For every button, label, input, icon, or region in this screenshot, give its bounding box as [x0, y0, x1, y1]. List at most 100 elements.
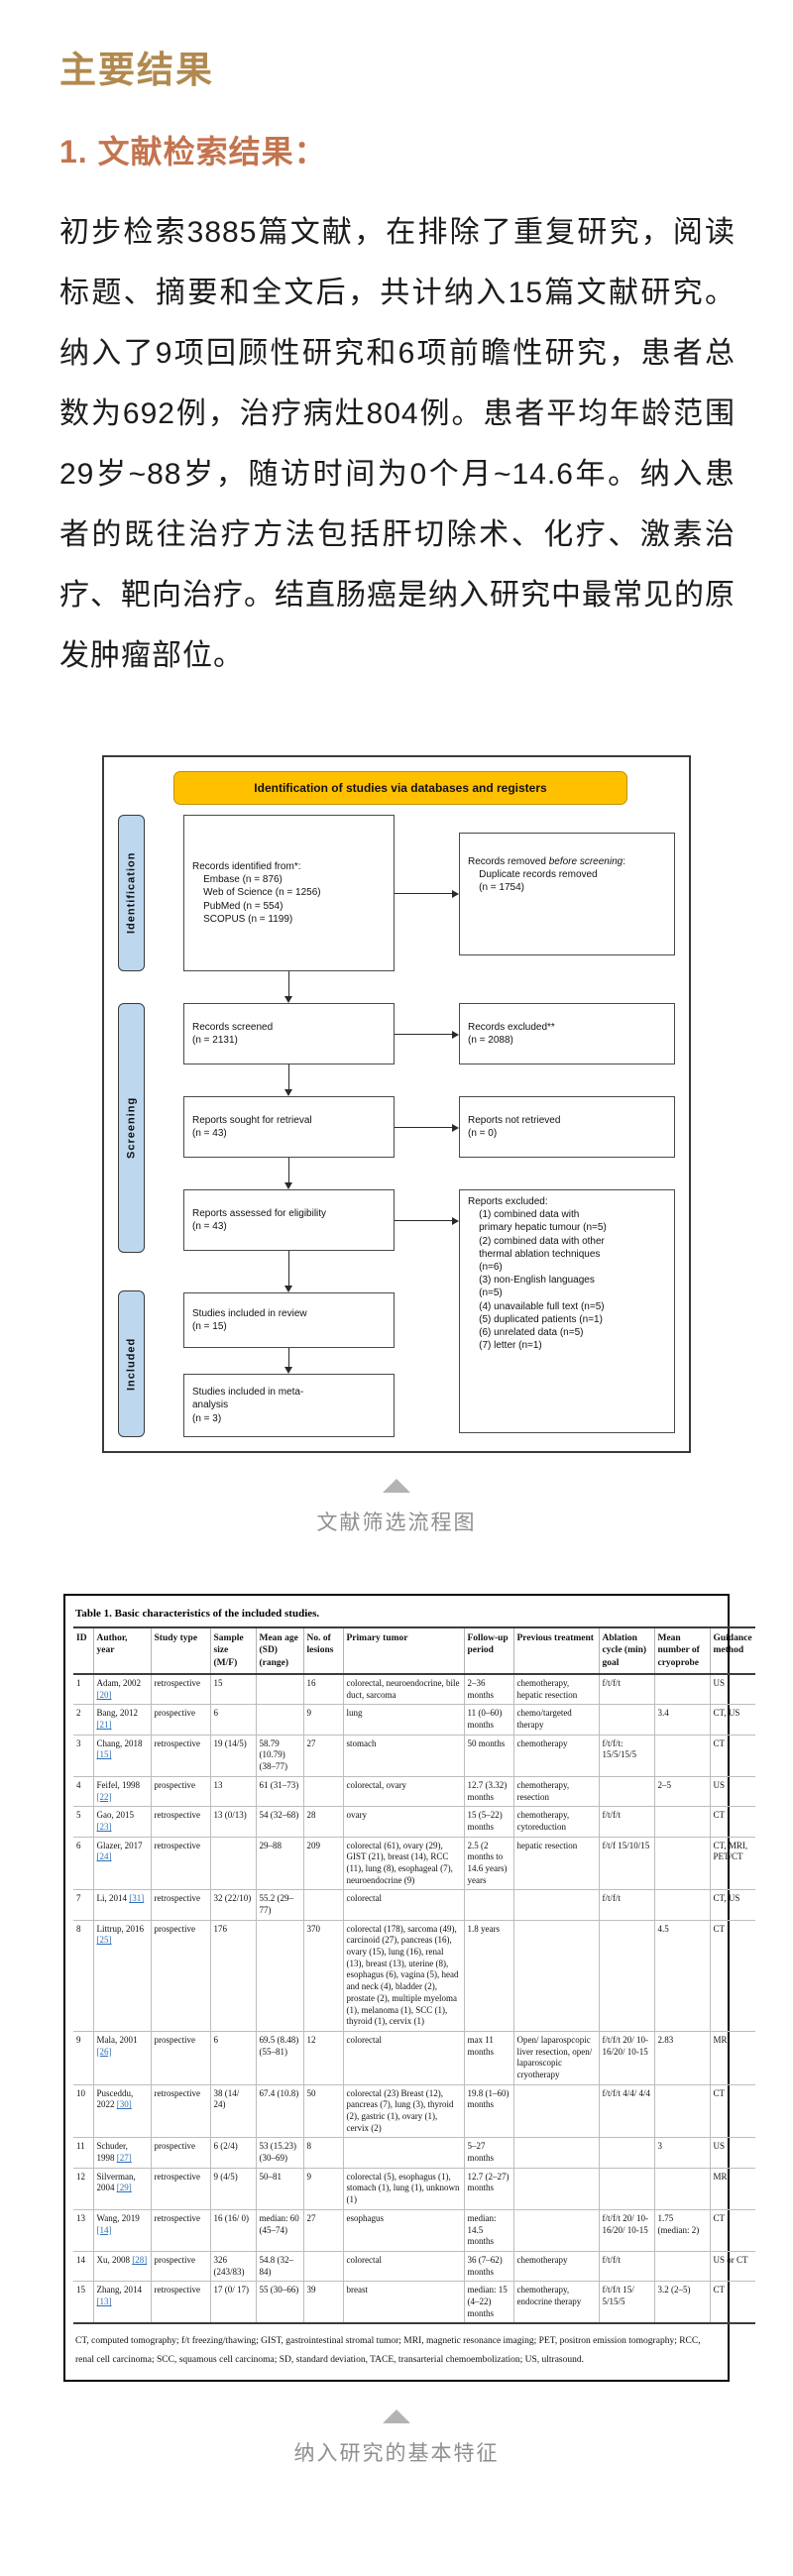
citation-ref[interactable]: [13]	[96, 2296, 112, 2306]
table-cell-guidance: CT	[709, 1919, 755, 2032]
table-cell-primary_tumor: colorectal (23) Breast (12), pancreas (7…	[342, 2083, 464, 2138]
table-cell-lesions: 39	[302, 2281, 343, 2325]
table-cell-cryoprobe: 3	[653, 2137, 710, 2169]
records-removed-rest: : Duplicate records removed (n = 1754)	[479, 856, 625, 894]
table-cell-ablation_cycle: f/t/f/t: 15/5/15/5	[598, 1734, 654, 1777]
figure-caption: 文献筛选流程图	[316, 1512, 477, 1534]
table-cell-previous_treatment: Open/ laparospcopic liver resection, ope…	[512, 2030, 599, 2085]
table-cell-mean_age: 69.5 (8.48) (55–81)	[255, 2030, 303, 2085]
table-cell-previous_treatment: chemotherapy, endocrine therapy	[512, 2281, 599, 2325]
citation-ref[interactable]: [23]	[96, 1821, 112, 1832]
prisma-flow-diagram: Identification of studies via databases …	[102, 755, 691, 1453]
table-cell-ablation_cycle: f/t/f/t	[598, 1806, 654, 1838]
table-cell-author: Schuder, 1998 [27]	[92, 2137, 151, 2169]
table-cell-id: 1	[76, 1678, 81, 1689]
table-cell-ablation_cycle: f/t/f/t 20/ 10-16/20/ 10-15	[598, 2030, 654, 2085]
table-cell-author: Xu, 2008 [28]	[92, 2250, 151, 2282]
table-cell-follow_up: 36 (7–62) months	[463, 2250, 513, 2282]
citation-ref[interactable]: [20]	[96, 1689, 112, 1700]
table-cell-ablation_cycle: f/t/f/t	[598, 1889, 654, 1921]
table-cell-follow_up: 12.7 (3.32) months	[463, 1775, 513, 1807]
table-cell-follow_up: 19.8 (1–60) months	[463, 2083, 513, 2138]
citation-ref[interactable]: [22]	[96, 1791, 112, 1802]
stage-label-identification: Identification	[118, 815, 145, 971]
table-cell-ablation_cycle: f/t/f/t 4/4/ 4/4	[598, 2083, 654, 2138]
table-cell-study_type: prospective	[150, 1704, 210, 1736]
citation-ref[interactable]: [14]	[96, 2224, 112, 2235]
table-cell-study_type: retrospective	[150, 1889, 210, 1921]
table-header-row: ID Author, year Study type Sample size (…	[73, 1625, 755, 1676]
citation-ref[interactable]: [30]	[116, 2099, 132, 2110]
table-cell-study_type: retrospective	[150, 2167, 210, 2210]
table-cell-mean_age: 61 (31–73)	[255, 1775, 303, 1807]
table-cell-sample_size: 19 (14/5)	[209, 1734, 256, 1777]
table-cell-cryoprobe	[653, 1806, 710, 1838]
table-cell-sample_size: 16 (16/ 0)	[209, 2208, 256, 2252]
subsection-title: 1. 文献检索结果：	[59, 134, 327, 169]
table-cell-guidance: CT	[709, 1806, 755, 1838]
citation-ref[interactable]: [15]	[96, 1749, 112, 1760]
citation-ref[interactable]: [31]	[129, 1893, 145, 1904]
records-removed-prefix: Records removed	[468, 856, 549, 867]
flow-box-records-identified: Records identified from*: Embase (n = 87…	[183, 815, 395, 971]
table-cell-id: 11	[73, 2137, 93, 2169]
table-cell-study_type: prospective	[150, 2137, 210, 2169]
table-cell-mean_age: 54 (32–68)	[255, 1806, 303, 1838]
table-header-cell: Mean age (SD) (range)	[255, 1625, 303, 1676]
table-cell-id: 3	[73, 1734, 93, 1777]
table-cell-follow_up: 2–36 months	[463, 1674, 513, 1705]
table-cell-sample_size: 38 (14/ 24)	[209, 2083, 256, 2138]
table-cell-mean_age	[255, 1919, 303, 2032]
table-cell-primary_tumor	[342, 2137, 464, 2169]
citation-ref[interactable]: [27]	[116, 2153, 132, 2164]
table-cell-sample_size	[209, 1836, 256, 1890]
results-table-figure: Table 1. Basic characteristics of the in…	[63, 1594, 755, 2383]
table-cell-cryoprobe: 2–5	[653, 1775, 710, 1807]
citation-ref[interactable]: [29]	[116, 2183, 132, 2193]
table-cell-primary_tumor: colorectal	[342, 2030, 464, 2085]
flow-box-reports-excluded-reasons: Reports excluded: (1) combined data with…	[459, 1189, 675, 1433]
table-header-cell: Previous treatment	[512, 1625, 599, 1676]
table-cell-lesions: 12	[302, 2030, 343, 2085]
table-cell-lesions: 50	[302, 2083, 343, 2138]
arrow-right-icon	[395, 1123, 459, 1132]
table-header-cell: Primary tumor	[342, 1625, 464, 1676]
table-cell-follow_up: median: 15 (4–22) months	[463, 2281, 513, 2325]
stage-label-included: Included	[118, 1290, 145, 1437]
table-cell-study_type: retrospective	[150, 1674, 210, 1705]
table-cell-sample_size: 15	[209, 1674, 256, 1705]
collapse-triangle-icon	[383, 2409, 410, 2424]
results-paragraph: 初步检索3885篇文献，在排除了重复研究，阅读标题、摘要和全文后，共计纳入15篇…	[59, 216, 736, 672]
citation-ref[interactable]: [24]	[96, 1851, 112, 1862]
table-cell-previous_treatment	[512, 2167, 599, 2210]
citation-ref[interactable]: [26]	[96, 2046, 112, 2057]
table-cell-primary_tumor: colorectal (61), ovary (29), GIST (21), …	[342, 1836, 464, 1890]
table-cell-primary_tumor: stomach	[342, 1734, 464, 1777]
citation-ref[interactable]: [21]	[96, 1720, 112, 1731]
figure-caption-block: 文献筛选流程图	[0, 1479, 793, 1536]
arrow-down-icon	[284, 971, 293, 1003]
table-cell-lesions: 9	[302, 1704, 343, 1736]
table-header-cell: No. of lesions	[302, 1625, 343, 1676]
arrow-down-icon	[284, 1064, 293, 1096]
table-cell-cryoprobe	[653, 2167, 710, 2210]
collapse-triangle-icon	[383, 1479, 410, 1493]
table-cell-cryoprobe	[653, 1836, 710, 1890]
table-cell-cryoprobe	[653, 1674, 710, 1705]
table-cell-ablation_cycle	[598, 2137, 654, 2169]
citation-ref[interactable]: [28]	[132, 2254, 148, 2265]
table-cell-primary_tumor: lung	[342, 1704, 464, 1736]
table-cell-author: Silverman, 2004 [29]	[92, 2167, 151, 2210]
citation-ref[interactable]: [25]	[96, 1935, 112, 1946]
table-cell-mean_age: 29–88	[255, 1836, 303, 1890]
table-cell-mean_age: median: 60 (45–74)	[255, 2208, 303, 2252]
table-cell-author: Zhang, 2014 [13]	[92, 2281, 151, 2325]
flow-box-records-excluded: Records excluded** (n = 2088)	[459, 1003, 675, 1064]
